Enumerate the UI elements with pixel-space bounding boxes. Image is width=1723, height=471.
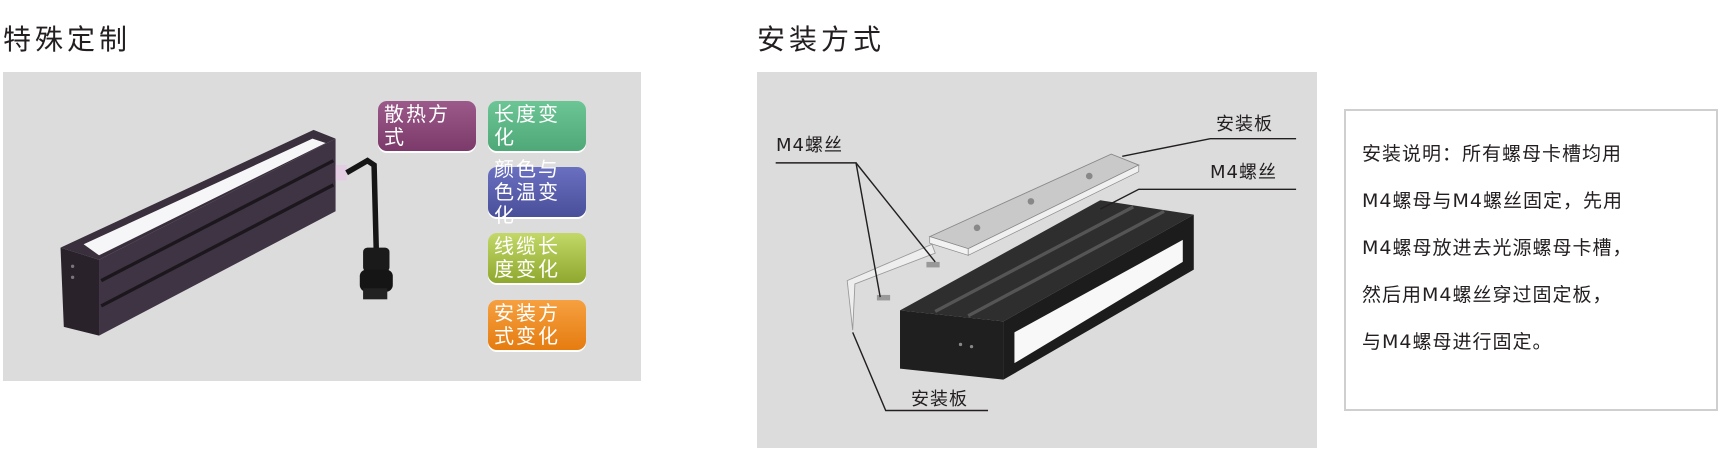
label-m4-screw-right: M4螺丝	[1210, 162, 1277, 183]
tag-mounting-method: 安装方式变化	[488, 300, 586, 350]
tag-color-temperature: 颜色与色温变化	[488, 157, 586, 226]
label-m4-screw-left: M4螺丝	[776, 135, 843, 156]
instruction-line: 然后用M4螺丝穿过固定板，	[1362, 284, 1613, 306]
instruction-line: 与M4螺母进行固定。	[1362, 331, 1553, 353]
label-mounting-plate-top: 安装板	[1216, 114, 1273, 135]
tag-length: 长度变化	[488, 101, 586, 151]
installation-title: 安装方式	[757, 23, 886, 56]
bar-light-product-image	[60, 129, 393, 336]
tag-heat-dissipation: 散热方式	[378, 101, 476, 151]
customization-title: 特殊定制	[3, 23, 132, 56]
instruction-line: M4螺母放进去光源螺母卡槽，	[1362, 237, 1633, 259]
mounting-diagram-image	[775, 137, 1297, 412]
instruction-line: 安装说明：所有螺母卡槽均用	[1362, 143, 1623, 165]
label-mounting-plate-bottom: 安装板	[911, 389, 968, 410]
tag-cable-length: 线缆长度变化	[488, 233, 586, 283]
installation-instructions-box: 安装说明：所有螺母卡槽均用 M4螺母与M4螺丝固定，先用 M4螺母放进去光源螺母…	[1344, 109, 1718, 411]
instruction-line: M4螺母与M4螺丝固定，先用	[1362, 190, 1623, 212]
